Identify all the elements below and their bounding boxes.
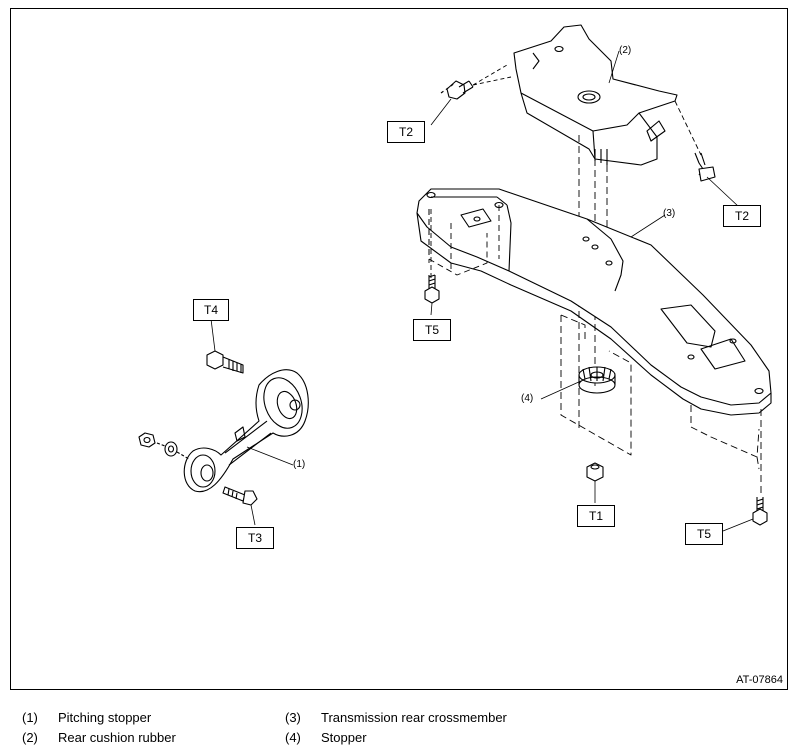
nut-t1-drawing bbox=[586, 462, 604, 482]
callout-4: (4) bbox=[521, 393, 534, 404]
legend-text: Transmission rear crossmember bbox=[321, 710, 507, 725]
torque-label-t1: T1 bbox=[577, 505, 615, 527]
torque-label-t2-right: T2 bbox=[723, 205, 761, 227]
torque-label-t5-right: T5 bbox=[685, 523, 723, 545]
torque-label-t5-left: T5 bbox=[413, 319, 451, 341]
torque-label-t3: T3 bbox=[236, 527, 274, 549]
legend-text: Rear cushion rubber bbox=[58, 730, 176, 745]
bolt-t5-right-drawing bbox=[752, 497, 768, 526]
legend-text: Pitching stopper bbox=[58, 710, 152, 725]
parts-legend: (1) Pitching stopper (2) Rear cushion ru… bbox=[0, 706, 800, 754]
callout-2: (2) bbox=[619, 45, 632, 56]
rear-cushion-rubber-drawing bbox=[513, 24, 678, 166]
pitching-stopper-drawing bbox=[183, 369, 309, 493]
bolt-t5-left-drawing bbox=[424, 274, 440, 304]
diagram-frame: T2 T2 T4 T5 T3 T1 T5 (2) (3) (1) (4) AT-… bbox=[10, 8, 788, 690]
torque-label-t2-left: T2 bbox=[387, 121, 425, 143]
bolt-t4-drawing bbox=[206, 350, 244, 374]
legend-number: (1) bbox=[22, 710, 38, 725]
bolt-t2-left-drawing bbox=[440, 80, 474, 100]
torque-label-t4: T4 bbox=[193, 299, 229, 321]
figure-id: AT-07864 bbox=[736, 674, 783, 686]
rear-crossmember-drawing bbox=[416, 188, 772, 416]
stopper-drawing bbox=[578, 366, 616, 394]
callout-3: (3) bbox=[663, 208, 676, 219]
legend-number: (4) bbox=[285, 730, 301, 745]
legend-number: (3) bbox=[285, 710, 301, 725]
legend-text: Stopper bbox=[321, 730, 367, 745]
parts-illustration bbox=[138, 24, 772, 532]
bolt-t2-right-drawing bbox=[694, 152, 716, 182]
nut-washer-drawing bbox=[138, 432, 190, 460]
callout-1: (1) bbox=[293, 459, 306, 470]
legend-number: (2) bbox=[22, 730, 38, 745]
bolt-t3-drawing bbox=[222, 486, 258, 506]
